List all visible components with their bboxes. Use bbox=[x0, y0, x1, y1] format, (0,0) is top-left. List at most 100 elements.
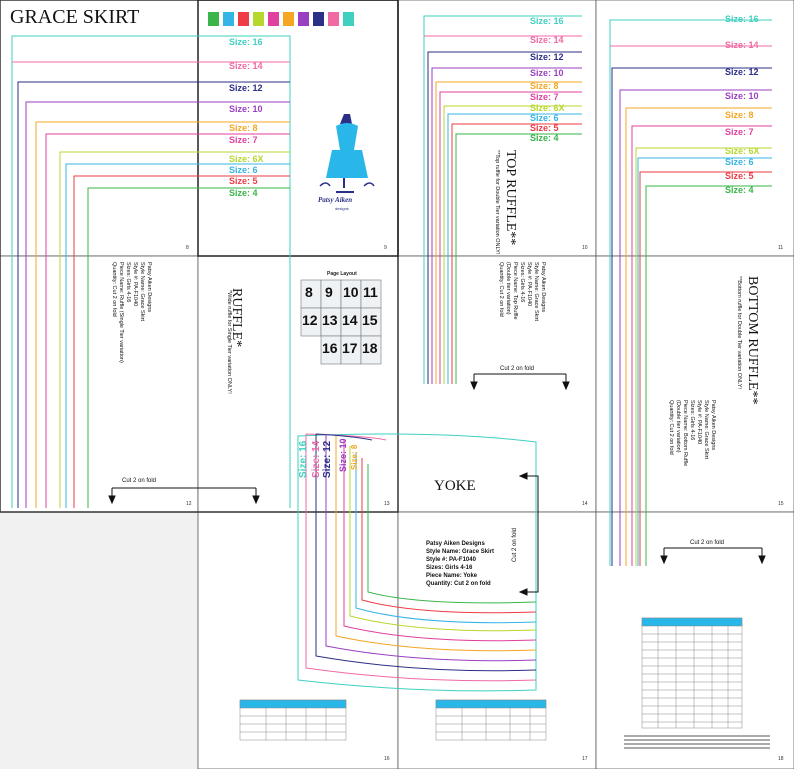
layout-cell: 11 bbox=[363, 284, 378, 300]
top-ruffle-size-6: Size: 6 bbox=[530, 113, 559, 123]
skirt-size-12: Size: 12 bbox=[229, 83, 263, 93]
color-swatch bbox=[313, 12, 324, 26]
bottom-ruffle-size-6x: Size: 6X bbox=[725, 146, 760, 156]
top-ruffle-info-line: (Double tier variation) bbox=[505, 262, 511, 315]
top-ruffle-info-line: Style #: PA-F1040 bbox=[526, 262, 532, 307]
top-ruffle-cut-arrow bbox=[470, 373, 570, 391]
bottom-ruffle-size-12: Size: 12 bbox=[725, 67, 759, 77]
skirt-info-line: Quantity: Cut 2 on fold bbox=[111, 262, 117, 317]
layout-cell: 17 bbox=[342, 340, 358, 356]
bottom-ruffle-cut-arrow bbox=[660, 547, 766, 565]
bottom-ruffle-size-7: Size: 7 bbox=[725, 127, 754, 137]
top-ruffle-size-4: Size: 4 bbox=[530, 133, 559, 143]
color-swatch bbox=[208, 12, 219, 26]
color-swatch bbox=[223, 12, 234, 26]
bottom-ruffle-cut-label: Cut 2 on fold bbox=[690, 540, 725, 546]
color-swatch bbox=[283, 12, 294, 26]
top-ruffle-size-lines bbox=[423, 15, 582, 384]
top-ruffle-size-6x: Size: 6X bbox=[530, 103, 565, 113]
skirt-piece-info: Patsy Aiken Designs Style Name: Grace Sk… bbox=[110, 262, 152, 363]
top-ruffle-size-16: Size: 16 bbox=[530, 16, 564, 26]
yoke-info-line: Patsy Aiken Designs bbox=[426, 541, 485, 547]
bottom-ruffle-title: BOTTOM RUFFLE** bbox=[745, 276, 760, 405]
skirt-size-8: Size: 8 bbox=[229, 123, 258, 133]
bottom-ruffle-info-line: Piece Name: Bottom Ruffle bbox=[682, 400, 688, 467]
bottom-ruffle-size-6: Size: 6 bbox=[725, 157, 754, 167]
skirt-size-10: Size: 10 bbox=[229, 104, 263, 114]
yoke-title: YOKE bbox=[434, 478, 476, 494]
top-ruffle-info-line: Piece Name: Top Ruffle bbox=[512, 262, 518, 320]
skirt-size-4: Size: 4 bbox=[229, 188, 258, 198]
skirt-size-5: Size: 5 bbox=[229, 176, 258, 186]
skirt-size-16: Size: 16 bbox=[229, 37, 263, 47]
top-ruffle-size-5: Size: 5 bbox=[530, 123, 559, 133]
yoke-cut-arrow bbox=[518, 472, 539, 596]
layout-cell: 8 bbox=[305, 284, 313, 300]
dress-form-logo bbox=[319, 114, 375, 193]
skirt-size-lines bbox=[11, 35, 291, 508]
skirt-info-line: Patsy Aiken Designs bbox=[146, 262, 152, 313]
bottom-ruffle-piece-info: Patsy Aiken Designs Style Name: Grace Sk… bbox=[667, 400, 716, 466]
color-swatch bbox=[238, 12, 249, 26]
yoke-size-lines bbox=[297, 433, 537, 692]
color-swatch bbox=[328, 12, 339, 26]
yoke-info-line: Quantity: Cut 2 on fold bbox=[426, 581, 491, 587]
yoke-cut-label: Cut 2 on fold bbox=[512, 527, 518, 562]
skirt-size-14: Size: 14 bbox=[229, 61, 263, 71]
layout-cell: 14 bbox=[342, 312, 358, 328]
bottom-ruffle-size-14: Size: 14 bbox=[725, 40, 759, 50]
layout-cell: 12 bbox=[302, 312, 318, 328]
layout-cell: 13 bbox=[322, 312, 338, 328]
skirt-info-line: Style #: PA-F1040 bbox=[132, 262, 138, 307]
bottom-ruffle-note-text: **Bottom ruffle for Double Tier variatio… bbox=[736, 276, 742, 389]
bottom-ruffle-size-5: Size: 5 bbox=[725, 171, 754, 181]
skirt-info-line: Piece Name: Ruffle (Single Tier variatio… bbox=[118, 262, 124, 363]
bottom-ruffle-size-16: Size: 16 bbox=[725, 14, 759, 24]
top-ruffle-info-line: Quantity: Cut 2 on fold bbox=[498, 262, 504, 317]
skirt-info-line: Style Name: Grace Skirt bbox=[139, 262, 145, 321]
page-number: 17 bbox=[582, 756, 588, 762]
top-ruffle-size-7: Size: 7 bbox=[530, 92, 559, 102]
color-swatch bbox=[298, 12, 309, 26]
layout-cell: 10 bbox=[343, 284, 359, 300]
page-number: 12 bbox=[186, 501, 192, 507]
yoke-size-16: Size: 16 bbox=[298, 440, 309, 478]
yoke-size-10: Size: 10 bbox=[338, 438, 348, 472]
bottom-ruffle-info-line: Sizes: Girls 4-16 bbox=[689, 400, 695, 441]
skirt-size-6: Size: 6 bbox=[229, 165, 258, 175]
color-swatch bbox=[343, 12, 354, 26]
bottom-ruffle-note: **Bottom ruffle for Double Tier variatio… bbox=[735, 276, 742, 389]
yoke-info-line: Style #: PA-F1040 bbox=[426, 557, 476, 563]
layout-cell: 9 bbox=[325, 284, 333, 300]
page-layout-diagram bbox=[300, 279, 382, 365]
logo-sub: designs bbox=[335, 206, 349, 211]
logo-brand: Patsy Aiken bbox=[318, 196, 353, 204]
top-ruffle-note: **Top ruffle for Double Tier variation O… bbox=[493, 150, 500, 254]
skirt-title: GRACE SKIRT bbox=[10, 6, 140, 28]
top-ruffle-info-line: Patsy Aiken Designs bbox=[540, 262, 546, 313]
layout-cell: 18 bbox=[362, 340, 378, 356]
page-number: 16 bbox=[384, 756, 390, 762]
bottom-ruffle-size-4: Size: 4 bbox=[725, 185, 754, 195]
yoke-info-line: Style Name: Grace Skirt bbox=[426, 549, 495, 555]
top-ruffle-info-line: Style Name: Grace Skirt bbox=[533, 262, 539, 321]
top-ruffle-piece-info: Patsy Aiken Designs Style Name: Grace Sk… bbox=[497, 262, 546, 321]
color-swatch bbox=[268, 12, 279, 26]
page-number: 8 bbox=[186, 245, 189, 251]
tables bbox=[239, 617, 743, 741]
ruffle-note: *Wide ruffle for Single Tier variation O… bbox=[226, 290, 232, 394]
yoke-size-14: Size: 14 bbox=[311, 440, 322, 478]
bottom-ruffle-info-line: Style Name: Grace Skirt bbox=[703, 400, 709, 459]
page-number: 13 bbox=[384, 501, 390, 507]
top-ruffle-size-12: Size: 12 bbox=[530, 52, 564, 62]
bottom-ruffle-size-8: Size: 8 bbox=[725, 110, 754, 120]
page-number: 18 bbox=[778, 756, 784, 762]
bottom-ruffle-size-10: Size: 10 bbox=[725, 91, 759, 101]
skirt-info-line: Sizes: Girls 4-16 bbox=[125, 262, 131, 303]
page-number: 14 bbox=[582, 501, 588, 507]
top-ruffle-size-8: Size: 8 bbox=[530, 81, 559, 91]
top-ruffle-cut-label: Cut 2 on fold bbox=[500, 366, 535, 372]
layout-cell: 16 bbox=[322, 340, 338, 356]
yoke-piece-info: Patsy Aiken Designs Style Name: Grace Sk… bbox=[426, 540, 494, 588]
